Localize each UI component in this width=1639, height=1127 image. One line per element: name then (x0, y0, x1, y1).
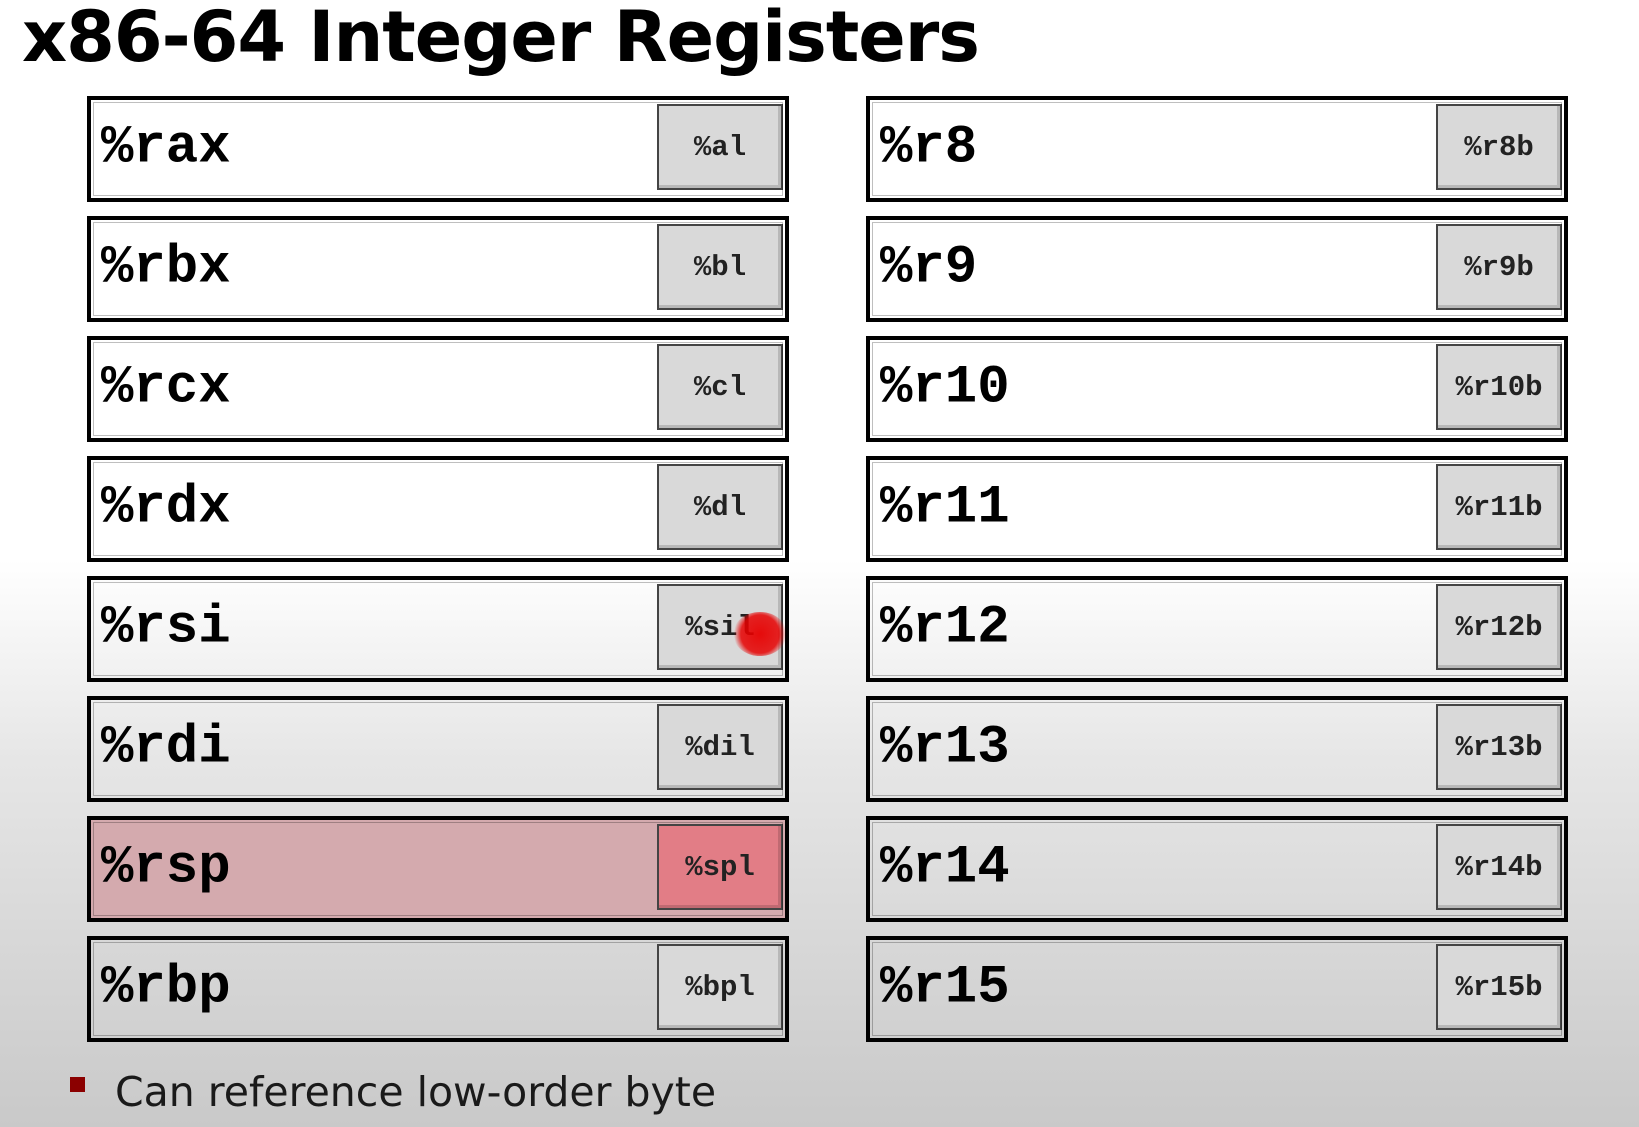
register-row-rcx: %rcx %cl (87, 336, 789, 442)
low-byte-label: %r11b (1455, 490, 1543, 524)
register-name: %rbp (101, 957, 231, 1019)
register-row-rax: %rax %al (87, 96, 789, 202)
square-bullet-icon (70, 1076, 85, 1092)
register-row-rbp: %rbp %bpl (87, 936, 789, 1042)
register-row-rsp: %rsp %spl (87, 816, 789, 922)
register-name: %rsp (101, 837, 231, 899)
low-byte-box: %al (657, 104, 783, 190)
low-byte-box: %r12b (1436, 584, 1562, 670)
right-register-column: %r8 %r8b %r9 %r9b %r10 %r10b %r11 %r11b … (866, 96, 1568, 1056)
register-name: %rcx (101, 357, 231, 419)
low-byte-box: %dil (657, 704, 783, 790)
register-row-r9: %r9 %r9b (866, 216, 1568, 322)
low-byte-box: %sil (657, 584, 783, 670)
low-byte-label: %spl (685, 850, 755, 884)
register-name: %rdi (101, 717, 231, 779)
register-row-r8: %r8 %r8b (866, 96, 1568, 202)
low-byte-box: %r11b (1436, 464, 1562, 550)
low-byte-label: %r14b (1455, 850, 1543, 884)
low-byte-label: %r10b (1455, 370, 1543, 404)
low-byte-box: %r9b (1436, 224, 1562, 310)
low-byte-label: %al (693, 130, 747, 164)
bullet-text: Can reference low-order byte (115, 1068, 717, 1116)
register-row-rbx: %rbx %bl (87, 216, 789, 322)
register-name: %r9 (880, 237, 978, 299)
low-byte-box: %r13b (1436, 704, 1562, 790)
slide-title: x86-64 Integer Registers (22, 0, 980, 78)
low-byte-label: %r15b (1455, 970, 1543, 1004)
register-row-r11: %r11 %r11b (866, 456, 1568, 562)
register-name: %rsi (101, 597, 231, 659)
low-byte-label: %r13b (1455, 730, 1543, 764)
low-byte-label: %dl (693, 490, 747, 524)
low-byte-box: %bpl (657, 944, 783, 1030)
register-name: %r12 (880, 597, 1010, 659)
low-byte-label: %dil (685, 730, 755, 764)
low-byte-box: %dl (657, 464, 783, 550)
register-name: %r8 (880, 117, 978, 179)
register-row-rdi: %rdi %dil (87, 696, 789, 802)
bullet-item: Can reference low-order byte (70, 1068, 716, 1116)
left-register-column: %rax %al %rbx %bl %rcx %cl %rdx %dl %rsi… (87, 96, 789, 1056)
low-byte-box: %r14b (1436, 824, 1562, 910)
register-name: %rbx (101, 237, 231, 299)
low-byte-label: %bl (693, 250, 747, 284)
register-name: %r13 (880, 717, 1010, 779)
register-name: %r15 (880, 957, 1010, 1019)
register-row-r10: %r10 %r10b (866, 336, 1568, 442)
register-row-rdx: %rdx %dl (87, 456, 789, 562)
register-row-rsi: %rsi %sil (87, 576, 789, 682)
register-row-r15: %r15 %r15b (866, 936, 1568, 1042)
low-byte-label: %r8b (1464, 130, 1534, 164)
low-byte-label: %r9b (1464, 250, 1534, 284)
low-byte-box: %spl (657, 824, 783, 910)
register-name: %r11 (880, 477, 1010, 539)
register-name: %r14 (880, 837, 1010, 899)
low-byte-box: %r10b (1436, 344, 1562, 430)
register-row-r13: %r13 %r13b (866, 696, 1568, 802)
low-byte-label: %r12b (1455, 610, 1543, 644)
low-byte-box: %r8b (1436, 104, 1562, 190)
register-name: %rax (101, 117, 231, 179)
register-row-r14: %r14 %r14b (866, 816, 1568, 922)
low-byte-box: %cl (657, 344, 783, 430)
low-byte-label: %bpl (685, 970, 755, 1004)
low-byte-box: %bl (657, 224, 783, 310)
register-name: %rdx (101, 477, 231, 539)
register-row-r12: %r12 %r12b (866, 576, 1568, 682)
low-byte-label: %sil (685, 610, 755, 644)
register-name: %r10 (880, 357, 1010, 419)
low-byte-box: %r15b (1436, 944, 1562, 1030)
low-byte-label: %cl (693, 370, 747, 404)
